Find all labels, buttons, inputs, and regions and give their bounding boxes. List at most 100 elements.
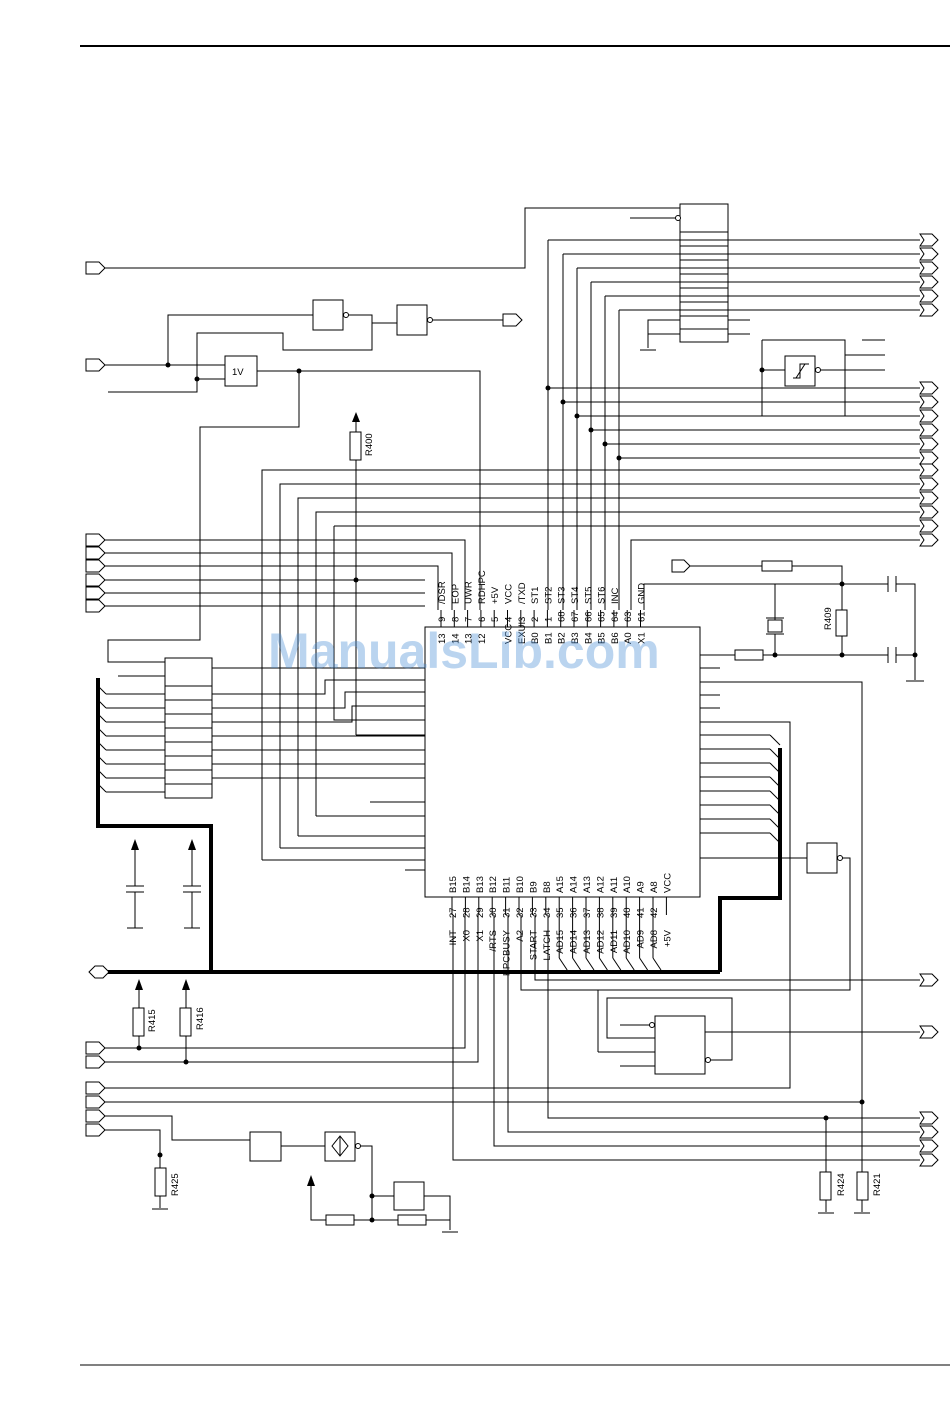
connector-arrow xyxy=(919,233,939,247)
ic-top-pin-number: 5 xyxy=(490,617,501,622)
ic-bottom-pin-name: AD13 xyxy=(582,930,593,954)
ic-top-inner-label: B5 xyxy=(597,632,608,644)
ic-top-inner-label: EXUI xyxy=(517,622,528,644)
schmitt-trigger xyxy=(577,339,920,417)
ic-top-pin-number: 7 xyxy=(464,617,475,622)
ic-bottom-pin-name: START xyxy=(528,930,539,960)
ic-bottom-pin-number: 35 xyxy=(555,907,566,918)
ic-bottom-pin-number: 30 xyxy=(488,907,499,918)
ic-top-inner-label: A0 xyxy=(623,632,634,644)
ic-bottom-inner-label: B12 xyxy=(488,876,499,893)
r415-label: R415 xyxy=(147,1009,158,1032)
ic-bottom-pin-name: AD10 xyxy=(622,930,633,954)
connector-arrow xyxy=(85,1109,106,1123)
ic-top-inner-label: 13 xyxy=(464,633,475,644)
ic-top-pin-number: 2 xyxy=(530,617,541,622)
ic-top-pin-number: 66 xyxy=(583,611,594,622)
connector-arrow xyxy=(919,303,939,317)
connector-arrow xyxy=(85,573,106,587)
ic-top-pin-name: ST5 xyxy=(583,587,594,604)
ic-bottom-pin-number: 27 xyxy=(448,907,459,918)
connector-arrow xyxy=(85,546,106,560)
ic-top-pin-name: /DSR xyxy=(437,581,448,604)
ic-bottom-inner-label: A15 xyxy=(555,876,566,893)
bus-tap xyxy=(652,957,662,971)
ic-top-pin-number: 67 xyxy=(570,611,581,622)
bus-tap xyxy=(585,957,595,971)
connector-top-right xyxy=(92,203,750,351)
connector-arrow xyxy=(85,599,106,613)
connector-arrow xyxy=(502,313,523,327)
ic-bottom-pin-name: AD11 xyxy=(609,930,620,953)
left-input-wires xyxy=(105,539,466,610)
ic-top-pin-number: 63 xyxy=(623,611,634,622)
ic-bottom-pin-number: 32 xyxy=(515,907,526,918)
ic-bottom-pin-name: LATCH xyxy=(542,930,553,961)
connector-arrow xyxy=(919,477,939,491)
ic-bottom-inner-label: A9 xyxy=(636,881,647,893)
resistor-r400: R400 xyxy=(349,412,425,736)
connector-arrow xyxy=(919,1139,939,1153)
left-bus-taps xyxy=(97,685,165,793)
r425-label: R425 xyxy=(170,1173,181,1196)
r424-label: R424 xyxy=(836,1173,847,1196)
buffer-label: 1V xyxy=(232,367,244,378)
ic-top-pins: 9/DSR138EOP147UWR136RDHPC125+5V4VCCVCC3/… xyxy=(437,570,648,644)
ic-top-pin-number: 1 xyxy=(543,617,554,622)
connector-arrow xyxy=(919,275,939,289)
ic-top-inner-label: X1 xyxy=(637,632,648,644)
right-bus-taps xyxy=(700,734,781,844)
ic-bottom-pins: B1527INTB1428X0B1329X1B1230/RTSB1131HPCB… xyxy=(448,873,673,976)
ic-top-pin-name: /TXD xyxy=(517,582,528,604)
ic-top-pin-number: 6 xyxy=(477,617,488,622)
ic-bottom-pin-number: 29 xyxy=(475,907,486,918)
r400-label: R400 xyxy=(364,433,375,456)
connector-arrow xyxy=(85,1041,106,1055)
bus-tap xyxy=(598,957,608,971)
ic-top-pin-name: GND xyxy=(637,583,648,604)
ic-bottom-inner-label: B9 xyxy=(528,881,539,893)
connector-arrow xyxy=(85,1095,106,1109)
ic-bottom-pin-name: AD12 xyxy=(595,930,606,954)
ic-top-inner-label: B2 xyxy=(557,632,568,644)
ic-bottom-inner-label: A11 xyxy=(609,877,620,893)
ic-top-inner-label: B0 xyxy=(530,632,541,644)
ic-bottom-inner-label: B11 xyxy=(502,877,513,893)
bidirectional-connector xyxy=(88,965,110,979)
ic-top-pin-number: 65 xyxy=(597,611,608,622)
watermark: ManualsLib.com xyxy=(268,623,660,679)
connector-arrow xyxy=(919,409,939,423)
ic-top-pin-name: ST1 xyxy=(530,587,541,604)
connector-arrow xyxy=(919,491,939,505)
ic-top-pin-number: 61 xyxy=(637,611,648,622)
left-connectors xyxy=(85,261,110,1137)
ic-bottom-inner-label: B8 xyxy=(542,881,553,893)
ic-left-wires xyxy=(212,667,425,779)
resistors-r415-r416: R415 R416 xyxy=(105,915,479,1065)
capacitors-left xyxy=(126,839,201,929)
connector-arrow xyxy=(85,1081,106,1095)
ic-top-pin-name: VCC xyxy=(504,584,515,604)
ic-top-pin-number: 8 xyxy=(450,617,461,622)
ic-top-pin-number: 68 xyxy=(557,611,568,622)
ic-bottom-inner-label: VCC xyxy=(662,873,673,893)
bus-tap xyxy=(97,741,107,751)
r421-label: R421 xyxy=(872,1173,883,1196)
ic-top-inner-label: 12 xyxy=(477,633,488,644)
connector-arrow xyxy=(919,423,939,437)
ic-top-inner-label: 14 xyxy=(450,633,461,644)
lower-right-wires: R424 R421 xyxy=(452,681,920,1214)
connector-arrow xyxy=(919,451,939,465)
ic-top-inner-label: B6 xyxy=(610,632,621,644)
ic-bottom-pin-number: 39 xyxy=(609,907,620,918)
bus-tap xyxy=(769,762,781,774)
right-signal-wires xyxy=(261,239,920,871)
r409-label: R409 xyxy=(823,607,834,630)
ic-bottom-pin-number: 41 xyxy=(636,907,647,918)
ic-bottom-pin-name: X0 xyxy=(461,930,472,942)
connector-arrow xyxy=(919,1111,939,1125)
bus-tap xyxy=(97,783,107,793)
connector-arrow xyxy=(671,559,691,573)
connector-arrow xyxy=(919,381,939,395)
